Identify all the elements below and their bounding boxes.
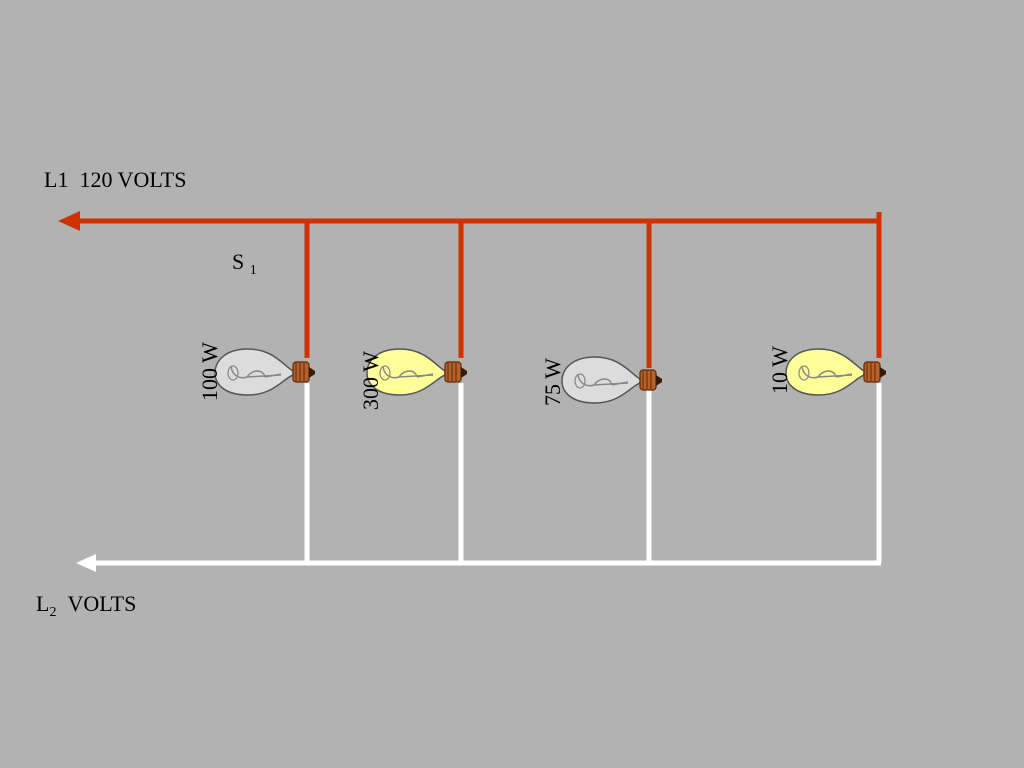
lamp-10w — [785, 348, 887, 396]
lamp-2-wattage: 300 W — [358, 351, 383, 410]
switch-subscript: 1 — [249, 263, 257, 278]
switch-label: S 1 — [232, 249, 257, 278]
socket-icon — [292, 361, 316, 383]
bulb-icon-off — [561, 356, 641, 404]
lamp-100w — [214, 348, 316, 396]
lamp-4-wattage: 10 W — [767, 346, 792, 394]
bulb-icon-off — [214, 348, 294, 396]
switch-name: S — [232, 249, 245, 274]
bulb-icon-on — [785, 348, 865, 396]
l1-bus — [58, 211, 882, 358]
socket-icon — [444, 361, 468, 383]
lamp-3-wattage: 75 W — [540, 358, 565, 406]
l2-label: L2 VOLTS — [36, 591, 137, 620]
l1-label: L1 120 VOLTS — [44, 169, 186, 191]
l1-voltage: 120 VOLTS — [79, 167, 187, 192]
l2-arrow-icon — [76, 554, 96, 572]
l2-name: L — [36, 591, 50, 616]
socket-icon — [863, 361, 887, 383]
l2-subscript: 2 — [49, 605, 57, 620]
lamp-1-wattage: 100 W — [197, 342, 222, 401]
l1-arrow-icon — [58, 211, 80, 231]
l2-voltage: VOLTS — [67, 591, 137, 616]
socket-icon — [639, 369, 663, 391]
l1-name: L1 — [44, 167, 69, 192]
l2-bus — [76, 383, 882, 572]
